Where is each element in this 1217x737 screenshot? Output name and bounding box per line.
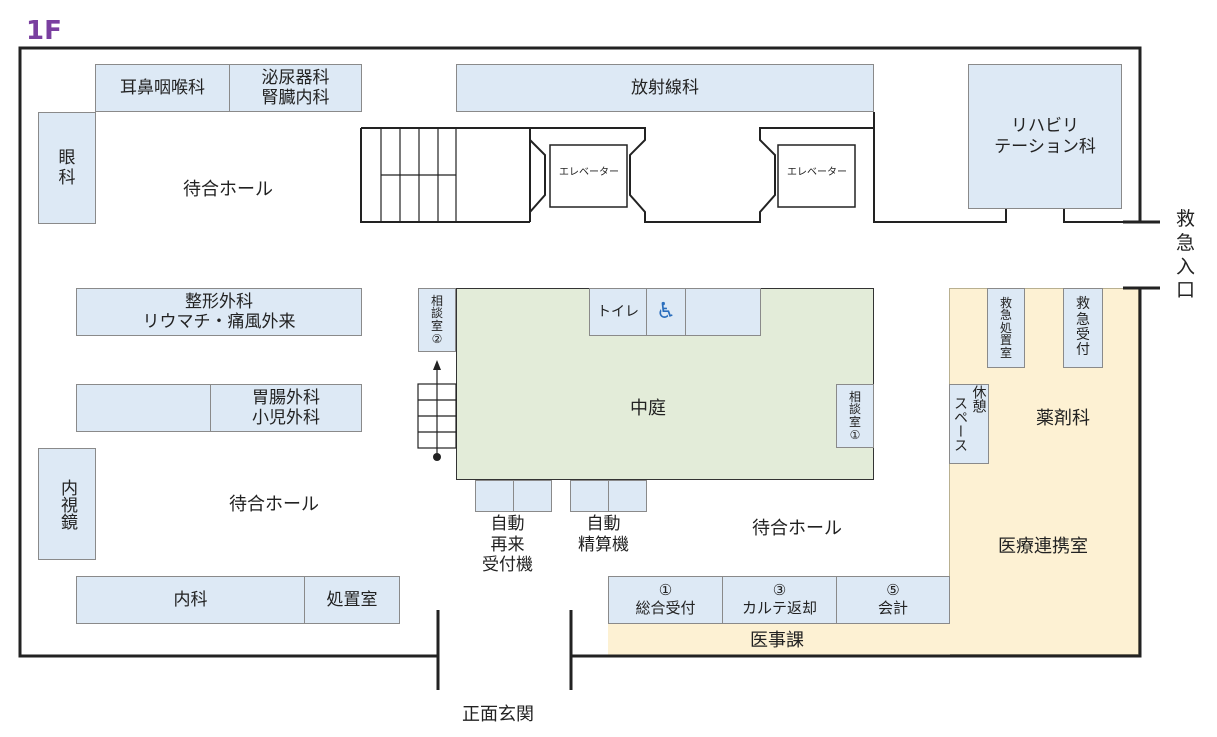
front-entrance-label: 正面玄関 xyxy=(462,704,534,725)
floor-label: 1F xyxy=(26,16,62,46)
medical-affairs-label: 医事課 xyxy=(750,630,804,651)
rest-space-room: 休憩 スペース xyxy=(949,384,989,464)
medical-cooperation-label: 医療連携室 xyxy=(998,536,1088,557)
rehab-room: リハビリテーション科 xyxy=(968,64,1122,209)
emergency-reception-room: 救急受付 xyxy=(1063,288,1103,368)
gastro-room: 胃腸外科小児外科 xyxy=(210,384,362,432)
treatment-room: 処置室 xyxy=(304,576,400,624)
pharmacy-label: 薬剤科 xyxy=(1036,408,1090,429)
accessible-toilet-room: ♿ xyxy=(646,288,686,336)
radiology-room: 放射線科 xyxy=(456,64,874,112)
emergency-entrance-label: 救急入口 xyxy=(1176,208,1196,302)
emergency-treatment-room: 救急処置室 xyxy=(987,288,1025,368)
internal-medicine-room: 内科 xyxy=(76,576,305,624)
waiting-hall-mid: 待合ホール xyxy=(229,494,319,515)
kiosk-payment-b xyxy=(608,480,647,512)
gastro-blank-room xyxy=(76,384,211,432)
waiting-hall-top: 待合ホール xyxy=(183,179,273,200)
urology-room: 泌尿器科腎臓内科 xyxy=(229,64,362,112)
elevator-1-label: エレベーター xyxy=(559,167,619,178)
kiosk-payment-a xyxy=(570,480,609,512)
kiosk-reentry-b xyxy=(513,480,552,512)
kiosk-payment-label: 自動精算機 xyxy=(578,514,629,555)
toilet-room: トイレ xyxy=(589,288,647,336)
elevator-2-label: エレベーター xyxy=(787,167,847,178)
kiosk-reentry-a xyxy=(475,480,514,512)
waiting-hall-right: 待合ホール xyxy=(752,518,842,539)
wheelchair-icon: ♿ xyxy=(656,299,676,325)
toilet-blank-room xyxy=(685,288,761,336)
courtyard-label: 中庭 xyxy=(630,398,666,419)
ent-room: 耳鼻咽喉科 xyxy=(95,64,230,112)
pharmacy-area xyxy=(949,288,1139,655)
medical-affairs-area xyxy=(608,624,950,655)
endoscopy-room: 内視鏡 xyxy=(38,448,96,560)
kiosk-reentry-label: 自動再来受付機 xyxy=(482,514,533,576)
orthopedics-room: 整形外科リウマチ・痛風外来 xyxy=(76,288,362,336)
ophthalmology-room: 眼科 xyxy=(38,112,96,224)
